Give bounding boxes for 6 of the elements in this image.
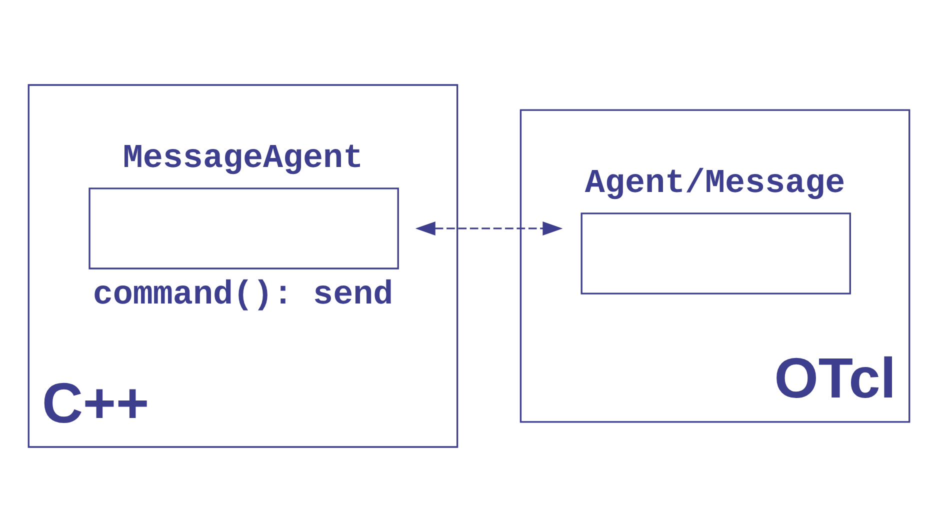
arrow	[415, 220, 563, 235]
node-label: Agent/Message	[584, 164, 846, 202]
node-box	[580, 212, 851, 294]
node-label: command(): send	[92, 276, 394, 314]
node-label: MessageAgent	[122, 139, 364, 178]
node-box	[88, 187, 399, 269]
